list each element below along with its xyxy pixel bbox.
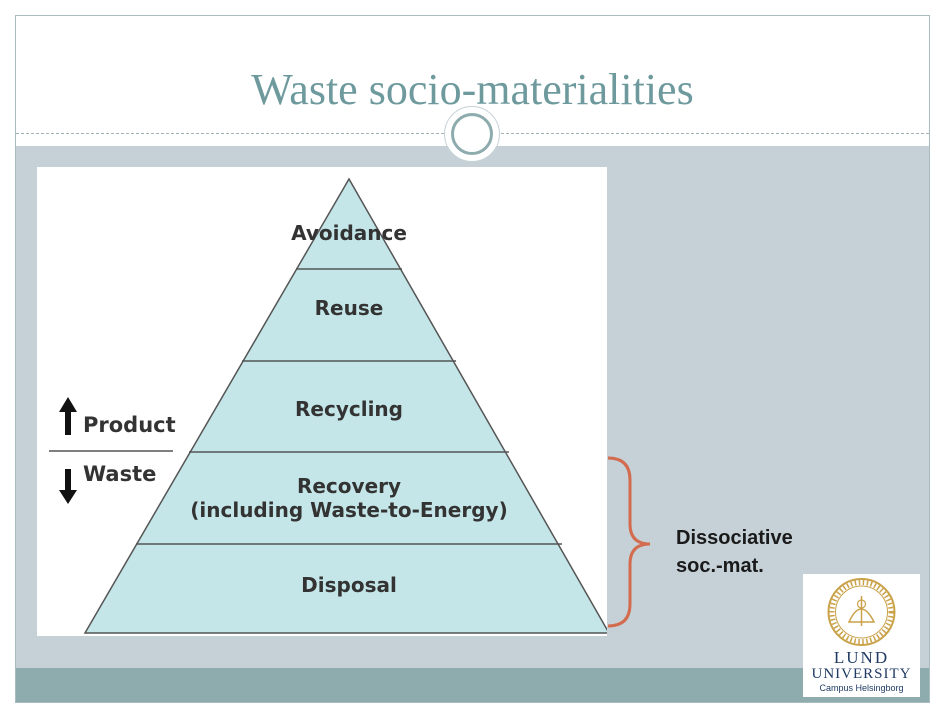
- logo-name-line-1: LUND: [833, 648, 890, 667]
- university-seal-icon: [827, 578, 896, 646]
- footer-bar: [16, 668, 929, 702]
- arrow-up-icon: [59, 397, 77, 435]
- tier-label-recovery: Recovery: [297, 474, 401, 498]
- pyramid-body: [83, 177, 607, 634]
- logo-name-line-2: UNIVERSITY: [811, 666, 912, 682]
- tier-label-reuse: Reuse: [315, 296, 384, 320]
- dissociative-annotation: Dissociative soc.-mat.: [676, 524, 793, 580]
- product-label: Product: [83, 413, 176, 437]
- circle-ornament-ring: [451, 113, 493, 155]
- slide-title: Waste socio-materialities: [251, 65, 694, 114]
- waste-label: Waste: [83, 462, 156, 486]
- waste-hierarchy-pyramid: Avoidance Reuse Recycling Recovery (incl…: [49, 177, 607, 634]
- annotation-line-1: Dissociative: [676, 527, 793, 549]
- tier-label-avoidance: Avoidance: [291, 221, 407, 245]
- tier-label-disposal: Disposal: [301, 573, 397, 597]
- annotation-line-2: soc.-mat.: [676, 555, 764, 577]
- tier-label-recovery-detail: (including Waste-to-Energy): [190, 498, 507, 522]
- logo-campus: Campus Helsingborg: [819, 683, 904, 693]
- circle-ornament-icon: [444, 106, 500, 162]
- arrow-down-icon: [59, 469, 77, 504]
- tier-label-recycling: Recycling: [295, 397, 403, 421]
- pyramid-panel: Avoidance Reuse Recycling Recovery (incl…: [37, 167, 607, 636]
- curly-bracket-icon: [607, 456, 651, 628]
- lund-university-logo: LUND UNIVERSITY Campus Helsingborg: [803, 574, 920, 697]
